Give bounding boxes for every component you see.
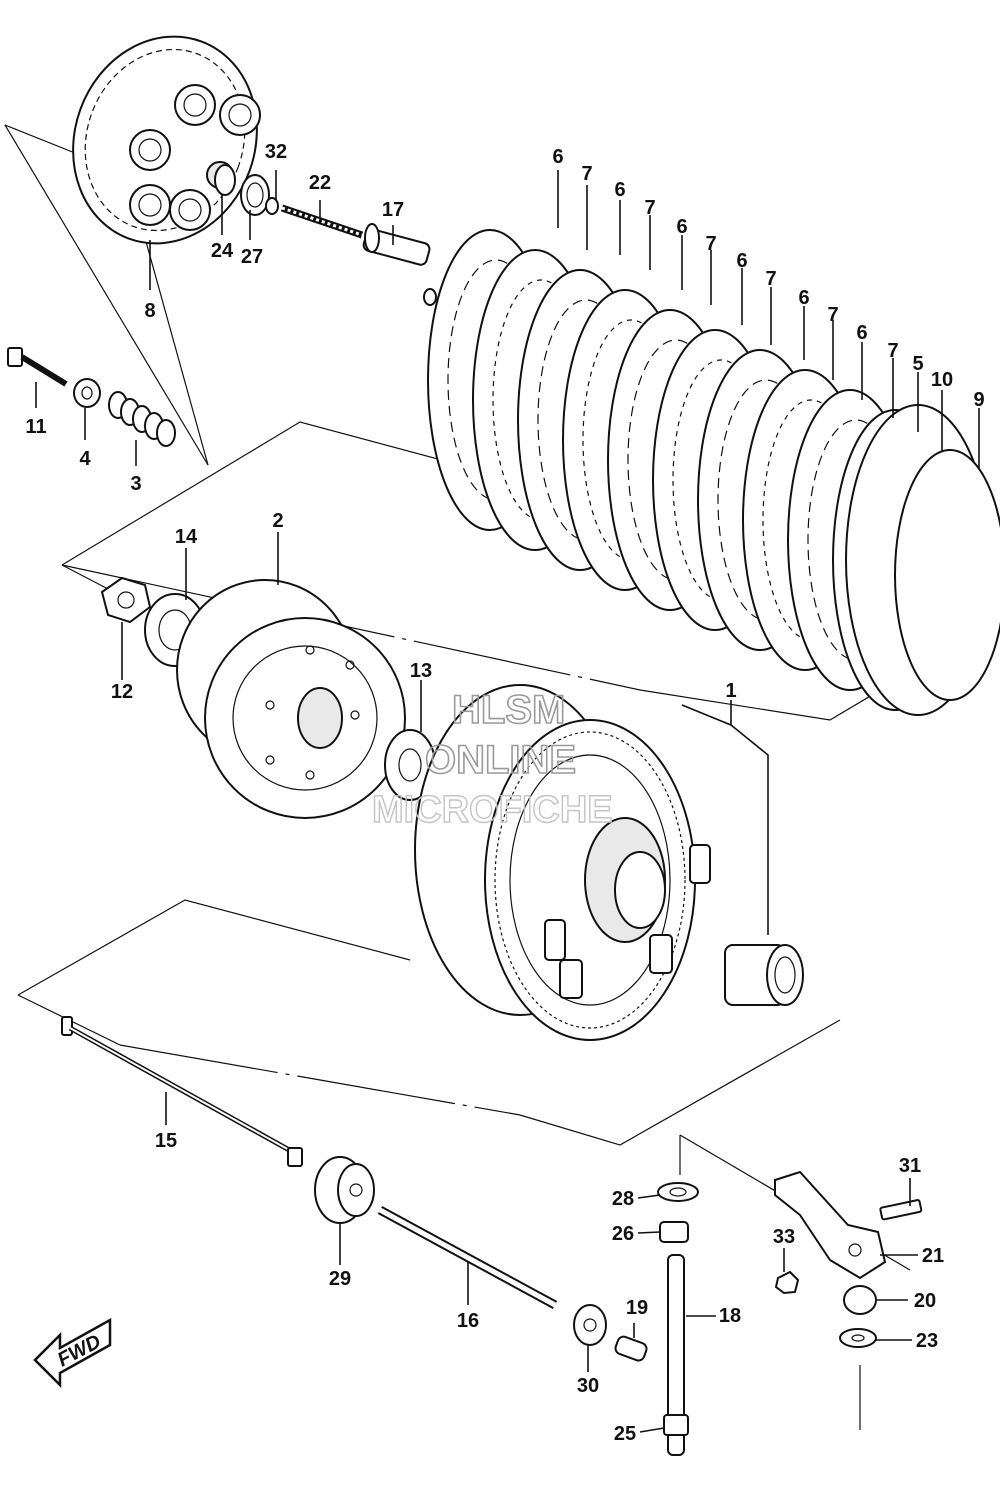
callout-21: 21: [922, 1245, 944, 1267]
push-rod-part: [280, 204, 364, 239]
leader-lines: [35, 170, 980, 1433]
callout-33: 33: [773, 1226, 795, 1248]
callout-3: 3: [130, 473, 141, 495]
callout-8: 8: [144, 300, 155, 322]
watermark-line1: HLSM: [452, 688, 565, 732]
callout-5: 5: [912, 353, 923, 375]
watermark-line2: ONLINE: [425, 738, 576, 782]
nut-washer-hub-parts: [100, 576, 436, 819]
callout-24: 24: [211, 240, 234, 262]
callout-6c: 6: [676, 216, 687, 238]
callout-1: 1: [725, 680, 736, 702]
callout-7c: 7: [705, 233, 716, 255]
callout-4: 4: [79, 448, 91, 470]
callout-27: 27: [241, 246, 263, 268]
callout-numbers: 1 2 3 4 5 6 6 6 6 6 6 7 7 7 7 7 7 8 9 10…: [25, 141, 984, 1445]
lower-parts: [61, 1016, 923, 1456]
callout-15: 15: [155, 1130, 177, 1152]
callout-7b: 7: [644, 197, 655, 219]
callout-12: 12: [111, 681, 133, 703]
callout-7e: 7: [827, 304, 838, 326]
watermark: HLSM ONLINE MICROFICHE: [371, 687, 613, 832]
callout-7f: 7: [887, 340, 898, 362]
callout-32: 32: [265, 141, 287, 163]
callout-6e: 6: [798, 287, 809, 309]
callout-13: 13: [410, 660, 432, 682]
callout-23: 23: [916, 1330, 938, 1352]
watermark-line3: MICROFICHE: [372, 789, 613, 831]
pressure-plate-part: [72, 35, 261, 245]
callout-26: 26: [612, 1223, 634, 1245]
callout-10: 10: [931, 369, 953, 391]
callout-14: 14: [175, 526, 198, 548]
callout-6b: 6: [614, 179, 625, 201]
callout-31: 31: [899, 1155, 921, 1177]
callout-29: 29: [329, 1268, 351, 1290]
group-outlines: [4, 124, 1000, 1430]
callout-7a: 7: [581, 163, 592, 185]
callout-6f: 6: [856, 322, 867, 344]
callout-25: 25: [614, 1423, 636, 1445]
callout-16: 16: [457, 1310, 479, 1332]
bearing-parts: [214, 164, 279, 216]
callout-7d: 7: [765, 268, 776, 290]
callout-22: 22: [309, 172, 331, 194]
callout-6d: 6: [736, 250, 747, 272]
fwd-arrow: FWD: [33, 1317, 112, 1389]
callout-9: 9: [973, 389, 984, 411]
clutch-housing-part: [414, 684, 804, 1041]
callout-19: 19: [626, 1297, 648, 1319]
callout-18: 18: [719, 1305, 741, 1327]
callout-20: 20: [914, 1290, 936, 1312]
bolt-washer-spring-parts: [7, 347, 176, 447]
clutch-ring: [894, 449, 1000, 701]
callout-28: 28: [612, 1188, 634, 1210]
callout-6a: 6: [552, 146, 563, 168]
callout-30: 30: [577, 1375, 599, 1397]
callout-17: 17: [382, 199, 404, 221]
push-piece-part: [362, 223, 437, 306]
callout-2: 2: [272, 510, 283, 532]
clutch-plate-stack: [427, 229, 1000, 716]
callout-11: 11: [25, 416, 46, 438]
